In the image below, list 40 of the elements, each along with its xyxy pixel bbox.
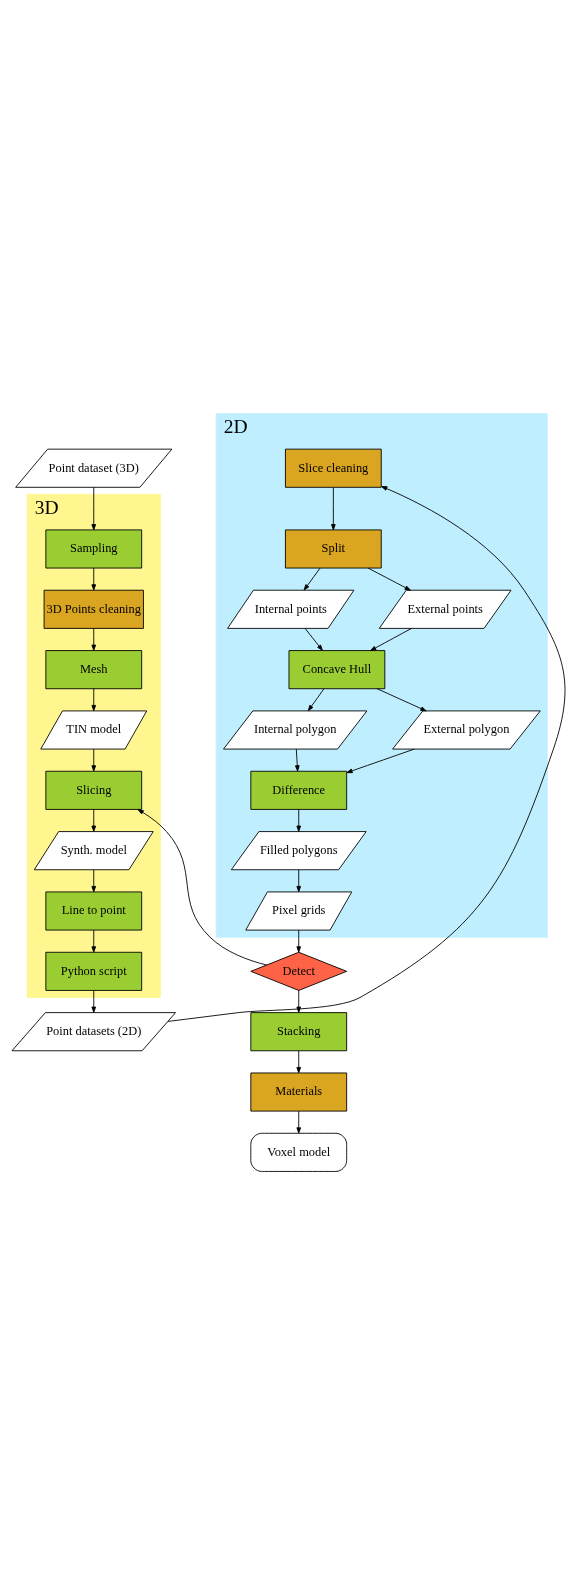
arrow: [91, 627, 97, 651]
arrow: [91, 567, 97, 591]
arrow: [295, 748, 300, 772]
arrow: [296, 809, 302, 832]
arrow: [303, 567, 321, 591]
arrow: [91, 688, 97, 712]
node-box: Python script: [45, 951, 143, 991]
arrow: [296, 1110, 302, 1134]
arrow: [376, 688, 427, 712]
arrow: [167, 485, 566, 1022]
node-box: Split: [285, 529, 382, 569]
node-box: 3D Points cleaning: [43, 589, 144, 629]
arrow: [91, 809, 97, 832]
arrow: [91, 990, 97, 1013]
node-box: Mesh: [45, 650, 143, 690]
arrow: [296, 869, 302, 893]
node-box: Line to point: [45, 891, 143, 931]
node-box: Slice cleaning: [285, 448, 382, 488]
arrow: [91, 929, 97, 953]
arrow: [91, 486, 97, 531]
arrow: [346, 748, 415, 774]
node-box: Sampling: [45, 529, 143, 569]
node-box: Voxel model: [250, 1132, 348, 1172]
arrow: [296, 1050, 302, 1074]
node-box: Difference: [250, 770, 348, 810]
node-diamond: Detect: [250, 951, 348, 991]
arrow: [137, 809, 268, 966]
arrow: [370, 627, 412, 651]
arrow: [296, 929, 302, 953]
node-box: Slicing: [45, 770, 143, 810]
node-box: Concave Hull: [288, 650, 386, 690]
arrow: [307, 688, 325, 712]
arrow: [91, 869, 97, 893]
arrow: [304, 627, 323, 651]
arrow: [331, 486, 336, 531]
node-box: Materials: [250, 1072, 348, 1112]
node-box: Stacking: [250, 1012, 348, 1052]
arrow: [367, 567, 411, 591]
arrow: [91, 748, 97, 772]
arrow: [296, 990, 302, 1013]
